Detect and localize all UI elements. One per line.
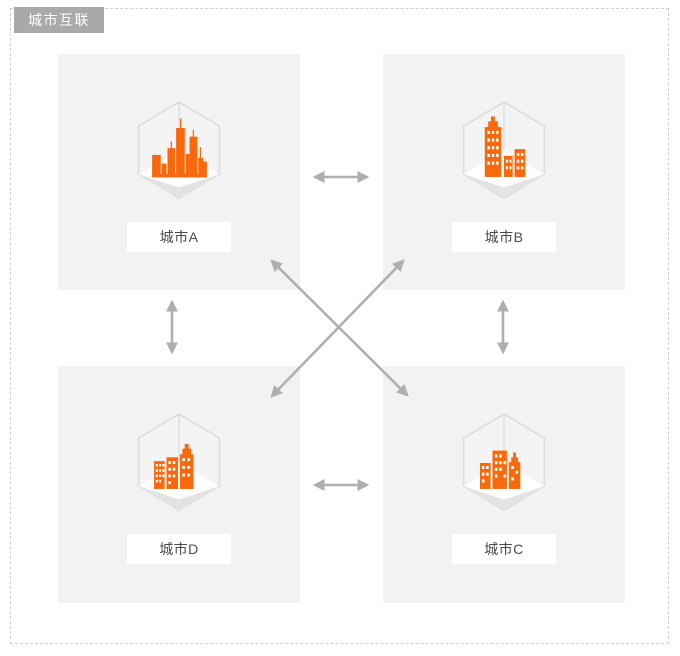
diagram-title: 城市互联 xyxy=(28,12,90,28)
city-c-label: 城市C xyxy=(452,534,556,564)
city-node-c: 城市C xyxy=(383,366,625,603)
city-a-label: 城市A xyxy=(127,222,231,252)
dashed-frame xyxy=(10,8,669,644)
diagram-title-tag: 城市互联 xyxy=(14,7,104,33)
city-b-icon xyxy=(462,101,546,199)
city-d-icon xyxy=(137,413,221,511)
city-b-label: 城市B xyxy=(452,222,556,252)
city-d-label: 城市D xyxy=(127,534,231,564)
city-towers-icon xyxy=(484,116,526,177)
city-towers-wide-icon xyxy=(154,443,194,489)
city-a-icon xyxy=(137,101,221,199)
city-node-b: 城市B xyxy=(383,54,625,290)
city-node-a: 城市A xyxy=(58,54,300,290)
city-skyline-icon xyxy=(152,118,207,178)
city-towers-spire-icon xyxy=(480,450,521,489)
city-node-d: 城市D xyxy=(58,366,300,603)
city-c-icon xyxy=(462,413,546,511)
